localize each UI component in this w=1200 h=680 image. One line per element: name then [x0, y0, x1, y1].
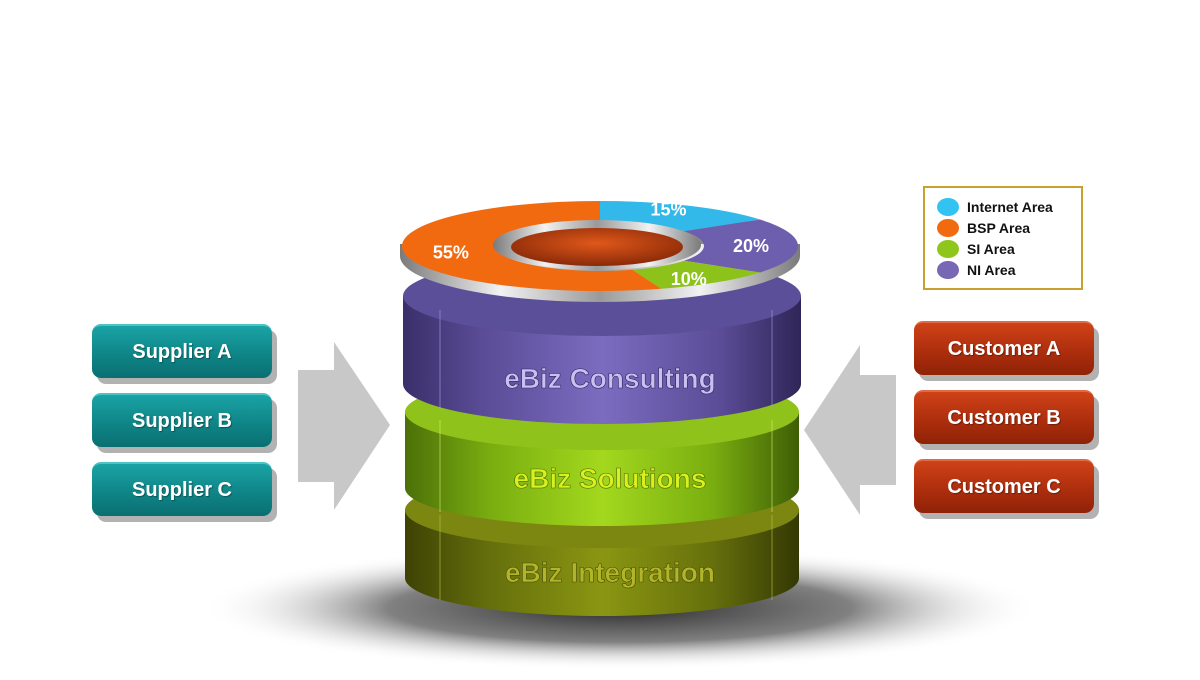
supplier-a-box[interactable]: Supplier A: [92, 324, 272, 378]
donut-label-si: 10%: [671, 269, 707, 289]
legend-swatch-ni: [937, 260, 959, 279]
customer-c-box[interactable]: Customer C: [914, 459, 1094, 513]
legend-item-bsp: BSP Area: [937, 217, 1081, 238]
customer-flow-arrow: [804, 345, 896, 515]
donut-label-internet: 15%: [651, 199, 687, 219]
legend-swatch-bsp: [937, 218, 959, 237]
donut-segment-internet: [600, 201, 761, 232]
legend-item-ni: NI Area: [937, 259, 1081, 280]
legend-label-bsp: BSP Area: [967, 219, 1031, 236]
donut-segment-si: [632, 260, 761, 289]
donut-segment-ni: [684, 219, 799, 273]
legend-swatch-si: [937, 239, 959, 258]
donut-segment-bsp: [402, 201, 662, 291]
share-donut: 15% 20% 10% 55%: [400, 199, 800, 302]
legend-item-si: SI Area: [937, 238, 1081, 259]
legend-swatch-internet: [937, 197, 959, 216]
legend-label-si: SI Area: [967, 240, 1015, 257]
layer-label-integration: eBiz Integration: [505, 557, 715, 588]
legend-label-ni: NI Area: [967, 261, 1016, 278]
layer-label-consulting: eBiz Consulting: [504, 363, 716, 394]
donut-label-bsp: 55%: [433, 242, 469, 262]
customer-b-box[interactable]: Customer B: [914, 390, 1094, 444]
legend-label-internet: Internet Area: [967, 198, 1053, 215]
donut-hole: [511, 228, 683, 266]
supplier-flow-arrow: [298, 342, 390, 510]
layer-label-solutions: eBiz Solutions: [514, 463, 707, 494]
supplier-b-box[interactable]: Supplier B: [92, 393, 272, 447]
customer-a-box[interactable]: Customer A: [914, 321, 1094, 375]
supplier-c-box[interactable]: Supplier C: [92, 462, 272, 516]
donut-label-ni: 20%: [733, 236, 769, 256]
legend-item-internet: Internet Area: [937, 196, 1081, 217]
legend: Internet Area BSP Area SI Area NI Area: [923, 186, 1083, 290]
